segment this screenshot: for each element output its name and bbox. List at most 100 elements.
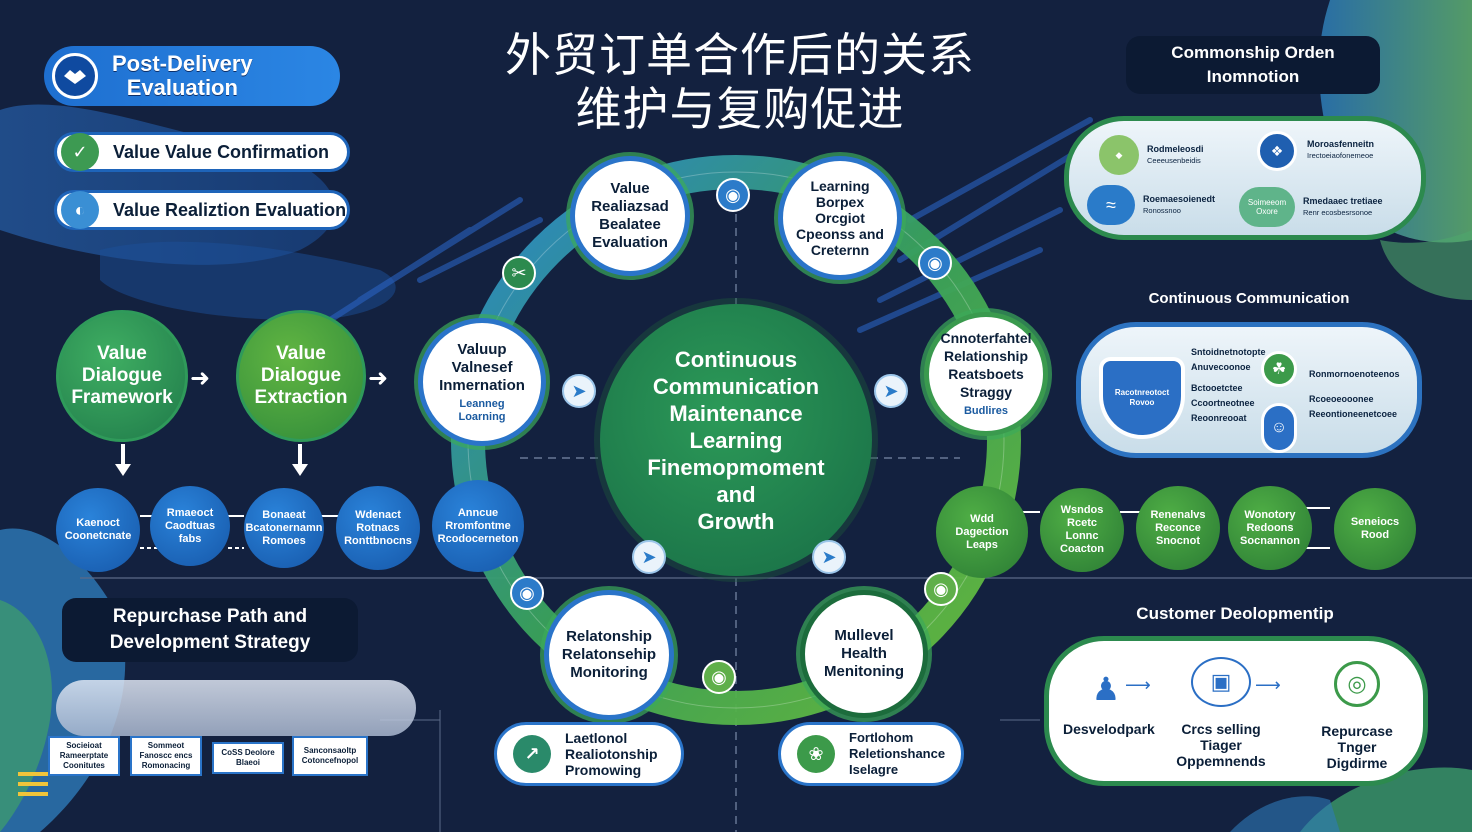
left-step-label-5: Anncue Rromfontme Rcodocerneton <box>437 506 519 545</box>
left-step-circle-3[interactable]: Bonaeat Bcatonernamn Romoes <box>244 488 324 568</box>
commonship-item-2: Moroasfenneitn Irectoeiaofonemeoe <box>1307 139 1374 161</box>
ring-node-relationship-monitoring[interactable]: Relatonship Relatonsehip Monitoring <box>544 590 674 720</box>
value-dialogue-extraction-label: Value Dialogue Extraction <box>254 343 348 408</box>
arrow-right-icon: ➜ <box>190 365 211 392</box>
leaf-icon: ↗ <box>513 735 551 773</box>
commonship-panel: ◆ Rodmeleosdi Ceeeusenbeidis ❖ Moroasfen… <box>1064 116 1426 240</box>
ring-node-learning-label: Learning Borpex Orcgiot Cpeonss and Cret… <box>796 178 884 258</box>
post-delivery-label: Post-Delivery Evaluation <box>112 51 253 100</box>
ring-node-relationship-strategy-sub: Budlires <box>963 405 1008 417</box>
leaf-icon: ◆ <box>1099 135 1139 175</box>
value-confirmation-pill[interactable]: ✓ Value Value Confirmation <box>54 132 350 172</box>
bird-icon: ➤ <box>812 540 846 574</box>
right-step-label-1: Wdd Dagection Leaps <box>955 512 1009 551</box>
repurchase-shelf <box>56 680 416 736</box>
continuous-comm-line: Anuvecoonoe <box>1191 362 1251 372</box>
repurchase-box-label-1: Socieioat Rameerptate Coonitutes <box>59 741 109 770</box>
repurchase-box-3[interactable]: CoSS Deolore Blaeoi <box>212 742 284 774</box>
wave-icon: ≈ <box>1087 185 1135 225</box>
globe-icon: ◉ <box>716 178 750 212</box>
globe-icon: ◉ <box>924 572 958 606</box>
right-step-circle-4[interactable]: Wonotory Redoons Socnannon <box>1228 486 1312 570</box>
shield-icon: Racotnreotoct Rovoo <box>1099 357 1185 439</box>
continuous-comm-header: Continuous Communication <box>1118 282 1380 314</box>
commonship-item-1: ◆ Rodmeleosdi Ceeeusenbeidis <box>1099 135 1204 175</box>
repurchase-box-label-3: CoSS Deolore Blaeoi <box>221 748 275 767</box>
bird-icon: ➤ <box>874 374 908 408</box>
commonship-item-3: ≈ Roemaesoienedt Ronossnoo <box>1087 185 1215 225</box>
center-growth-label: Continuous Communication Maintenance Lea… <box>647 346 825 534</box>
customer-dev-step-2-label: Crcs selling Tiager Oppemnends <box>1176 721 1266 769</box>
value-dialogue-framework-circle[interactable]: Value Dialogue Framework <box>56 310 188 442</box>
commonship-header: Commonship Orden Inomnotion <box>1126 36 1380 94</box>
value-confirmation-label: Value Value Confirmation <box>113 141 330 162</box>
customer-dev-step-1[interactable]: ♟ Desvelodpark <box>1063 667 1155 737</box>
right-step-circle-1[interactable]: Wdd Dagection Leaps <box>936 486 1028 578</box>
repurchase-box-4[interactable]: Sanconsaoltp Cotoncefnopol <box>292 736 368 776</box>
bird-icon: ➤ <box>632 540 666 574</box>
title-line-2: 维护与复购促进 <box>575 82 905 136</box>
right-step-circle-3[interactable]: Renenalvs Reconce Snocnot <box>1136 486 1220 570</box>
left-step-label-1: Kaenoct Coonetcnate <box>64 517 132 542</box>
ring-node-value-evaluation[interactable]: Value Realiazsad Bealatee Evaluation <box>570 156 690 276</box>
globe-icon: ◉ <box>702 660 736 694</box>
value-realization-pill[interactable]: ◐ Value Realiztion Evaluation <box>54 190 350 230</box>
relationship-insights-box[interactable]: ❀ Fortlohom Reletionshance Iselagre <box>778 722 964 786</box>
person-icon: ☺ <box>1261 403 1297 453</box>
leaf-check-icon: ✓ <box>61 133 99 171</box>
commonship-item-1-text: Rodmeleosdi Ceeeusenbeidis <box>1147 144 1204 166</box>
commonship-item-4-text: Rmedaaec tretiaee Renr ecosbesrsonoe <box>1303 196 1383 218</box>
person-icon: ♟ <box>1091 671 1121 707</box>
ring-node-value-information[interactable]: Valuup Valnesef Inmernation Leanneg Loar… <box>418 318 546 446</box>
left-step-circle-4[interactable]: Wdenact Rotnacs Ronttbnocns <box>336 486 420 570</box>
continuous-comm-line: Bctooetctee <box>1191 383 1243 393</box>
bird-icon: ➤ <box>562 374 596 408</box>
repurchase-box-1[interactable]: Socieioat Rameerptate Coonitutes <box>48 736 120 776</box>
ring-node-relationship-strategy[interactable]: Cnnoterfahtel Relationship Reatsboets St… <box>924 312 1048 436</box>
arrow-right-icon: ⟶ <box>1125 675 1151 695</box>
ring-node-relationship-strategy-text: Cnnoterfahtel Relationship Reatsboets St… <box>941 330 1032 418</box>
left-step-label-2: Rmaeoct Caodtuas fabs <box>164 506 216 545</box>
value-dialogue-extraction-circle[interactable]: Value Dialogue Extraction <box>236 310 366 442</box>
repurchase-box-2[interactable]: Sommeot Fanoscc encs Romonacing <box>130 736 202 776</box>
left-step-label-4: Wdenact Rotnacs Ronttbnocns <box>344 508 412 547</box>
commonship-item-3-title: Roemaesoienedt <box>1143 194 1216 204</box>
center-growth-circle[interactable]: Continuous Communication Maintenance Lea… <box>600 304 872 576</box>
repurchase-box-label-4: Sanconsaoltp Cotoncefnopol <box>301 746 359 765</box>
post-delivery-pill[interactable]: Post-Delivery Evaluation <box>44 46 340 106</box>
menu-lines-icon <box>18 772 48 796</box>
leaf-icon: Soimeeom Oxore <box>1239 187 1295 227</box>
commonship-item-2-title: Moroasfenneitn <box>1307 139 1375 149</box>
ring-node-value-information-sub: Leanneg Loarning <box>458 397 506 423</box>
right-step-label-4: Wonotory Redoons Socnannon <box>1240 508 1300 547</box>
continuous-comm-line: Sntoidnetnotopte <box>1191 347 1266 357</box>
continuous-comm-col-1: Sntoidnetnotopte Anuvecoonoe Bctooetctee… <box>1191 347 1265 424</box>
customer-dev-panel: ♟ Desvelodpark ⟶ ▣ Crcs selling Tiager O… <box>1044 636 1428 786</box>
arrow-right-icon: ➜ <box>368 365 389 392</box>
commonship-item-2-text: Moroasfenneitn Irectoeiaofonemeoe <box>1307 139 1374 161</box>
commonship-emblem: ❖ <box>1257 131 1297 171</box>
left-step-circle-2[interactable]: Rmaeoct Caodtuas fabs <box>150 486 230 566</box>
left-step-circle-1[interactable]: Kaenoct Coonetcnate <box>56 488 140 572</box>
commonship-item-1-body: Ceeeusenbeidis <box>1147 156 1201 165</box>
customer-dev-header-label: Customer Deolopmentip <box>1136 604 1334 623</box>
commonship-item-4-title: Rmedaaec tretiaee <box>1303 196 1383 206</box>
page-title: 外贸订单合作后的关系 维护与复购促进 <box>440 28 1040 136</box>
left-step-circle-5[interactable]: Anncue Rromfontme Rcodocerneton <box>432 480 524 572</box>
relationship-promoting-box[interactable]: ↗ Laetlonol Realiotonship Promowing <box>494 722 684 786</box>
continuous-comm-line: Rcoeoeooonee <box>1309 394 1374 404</box>
ring-node-learning[interactable]: Learning Borpex Orcgiot Cpeonss and Cret… <box>778 156 902 280</box>
customer-dev-step-3[interactable]: ◎ Repurcase Tnger Digdirme <box>1303 661 1411 771</box>
ring-node-health-monitoring[interactable]: Mullevel Health Menitoning <box>800 590 928 718</box>
repurchase-header: Repurchase Path and Development Strategy <box>62 598 358 662</box>
continuous-comm-header-label: Continuous Communication <box>1148 289 1350 307</box>
relationship-insights-label: Fortlohom Reletionshance Iselagre <box>849 730 946 777</box>
right-step-circle-2[interactable]: Wsndos Rcetc Lonnc Coacton <box>1040 488 1124 572</box>
right-step-circle-5[interactable]: Seneiocs Rood <box>1334 488 1416 570</box>
continuous-comm-line: Ccoortneotnee <box>1191 398 1255 408</box>
continuous-comm-line: Reoonreooat <box>1191 413 1247 423</box>
bulb-icon: ☘ <box>1261 351 1297 387</box>
right-step-label-3: Renenalvs Reconce Snocnot <box>1150 508 1206 547</box>
commonship-header-label: Commonship Orden Inomnotion <box>1171 43 1335 86</box>
customer-dev-step-2[interactable]: ▣ Crcs selling Tiager Oppemnends <box>1167 657 1275 769</box>
